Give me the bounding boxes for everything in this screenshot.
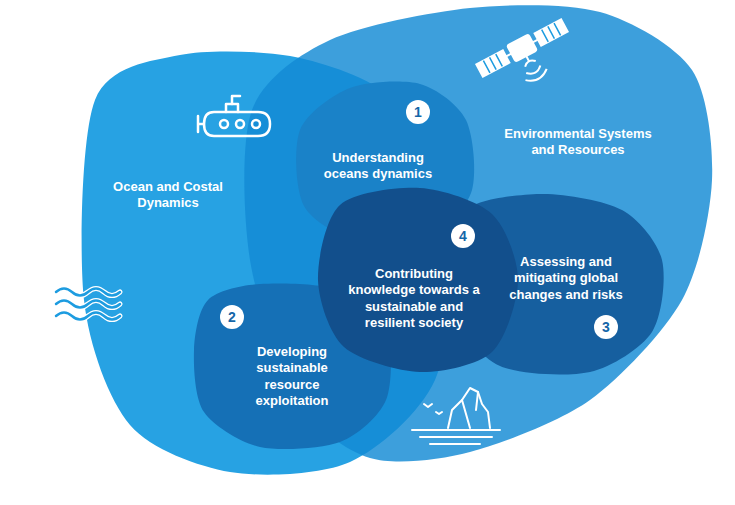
theme-blob: 2Developing sustainable resource exploit… (184, 274, 396, 457)
theme-label: Understanding oceans dynamics (322, 150, 434, 183)
region-label: Ocean and Costal Dynamics (108, 179, 228, 212)
callout-number: 4 (451, 224, 475, 248)
region-label: Environmental Systems and Resources (503, 126, 653, 159)
callout-number: 2 (220, 305, 244, 329)
core-blob: 4Contributing knowledge towards a sustai… (308, 178, 528, 382)
theme-blob: 1Understanding oceans dynamics (290, 74, 482, 252)
theme-label: Assessing and mitigating global changes … (502, 254, 630, 303)
blob-outline (318, 188, 518, 372)
core-label: Contributing knowledge towards a sustain… (343, 266, 485, 331)
theme-label: Developing sustainable resource exploita… (236, 344, 348, 409)
callout-number: 1 (406, 100, 430, 124)
callout-number: 3 (594, 315, 618, 339)
